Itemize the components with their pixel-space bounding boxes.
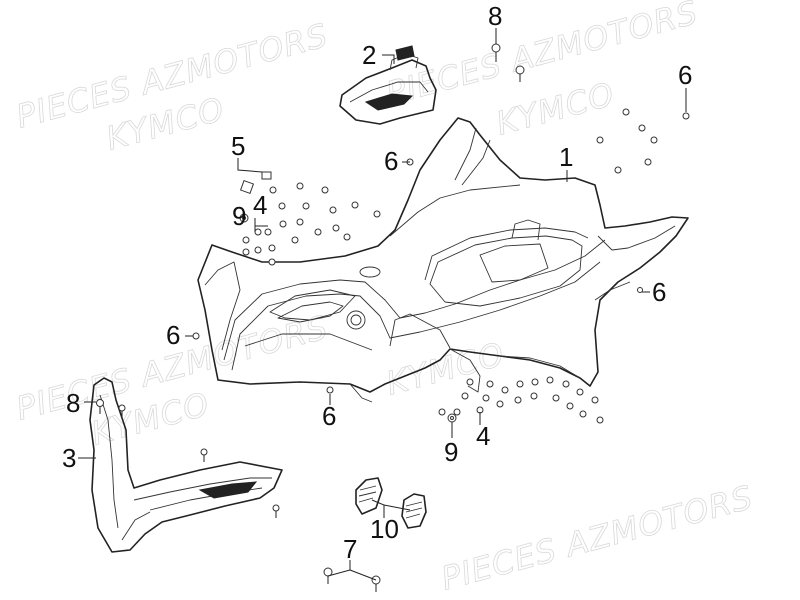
lower-bracket [449,348,481,393]
fender-outline [197,117,689,393]
callout-10: 10 [370,514,399,544]
callout-2: 2 [362,40,376,70]
callout-6: 6 [322,401,336,431]
callout-4: 4 [253,190,267,220]
screw-icon [96,43,525,592]
callout-6: 6 [384,146,398,176]
fender-round-hole [346,310,366,330]
footrest-pad-right [401,493,427,529]
lower-panel-edge [121,511,151,541]
lower-bracket [389,313,451,349]
fender-crest-line [461,139,491,186]
compartment-tab [511,219,541,241]
watermark-text: KYMCO [382,335,508,403]
top-cover-rim [349,81,429,103]
fender-edge-contour [231,261,601,371]
lower-panel-outline [89,377,283,553]
front-lower-panel [89,377,283,553]
top-cover-outline [339,59,437,125]
watermark-text: KYMCO [492,75,618,143]
fender-left-side [204,261,241,351]
callout-5: 5 [231,131,245,161]
callout-9: 9 [444,437,458,467]
compartment-floor [479,243,549,283]
fender-crest-line [454,127,477,181]
top-cover-slot [364,93,414,111]
fender-round-hole-inner [350,314,362,326]
fender-bottom-edge [499,355,581,379]
callout-numbers: 1 2 3 4 4 5 6 6 6 6 6 7 8 8 9 9 10 [62,1,692,564]
front-fender-body [197,117,689,403]
clip-icon [192,108,690,424]
callout-6: 6 [652,277,666,307]
callout-4: 4 [476,421,490,451]
callout-1: 1 [559,142,573,172]
callout-7: 7 [343,534,357,564]
lower-panel-vent [198,481,258,499]
footrest-pad-left [355,477,383,515]
callout-6: 6 [166,320,180,350]
footrest-ribs [358,485,377,503]
storage-compartment-rim [424,227,589,281]
callout-6: 6 [678,60,692,90]
rear-wing-contour [597,225,676,251]
top-cover-tab-block [395,45,415,61]
watermark-layer: PIECES AZMOTORS KYMCO PIECES AZMOTORS KY… [12,0,758,598]
fender-oval-hole [359,266,381,278]
fender-crest-line [389,184,521,237]
storage-compartment [429,235,583,307]
callout-9: 9 [232,201,246,231]
fender-lower-contour [244,333,373,351]
footrest-pads [355,477,427,529]
headlight-inner [277,301,344,323]
lower-panel-crease [133,477,272,501]
callout-3: 3 [62,443,76,473]
callout-8: 8 [488,1,502,31]
callout-8: 8 [66,388,80,418]
lower-panel-crease [99,394,119,529]
footrest-ribs [405,501,423,519]
top-cover [339,45,437,125]
watermark-text: PIECES AZMOTORS [437,478,757,598]
rear-wing-contour [594,281,631,301]
leader-lines [78,28,687,581]
lower-bracket [349,383,373,403]
fastener-group [96,43,690,592]
headlight-recess [269,289,356,321]
